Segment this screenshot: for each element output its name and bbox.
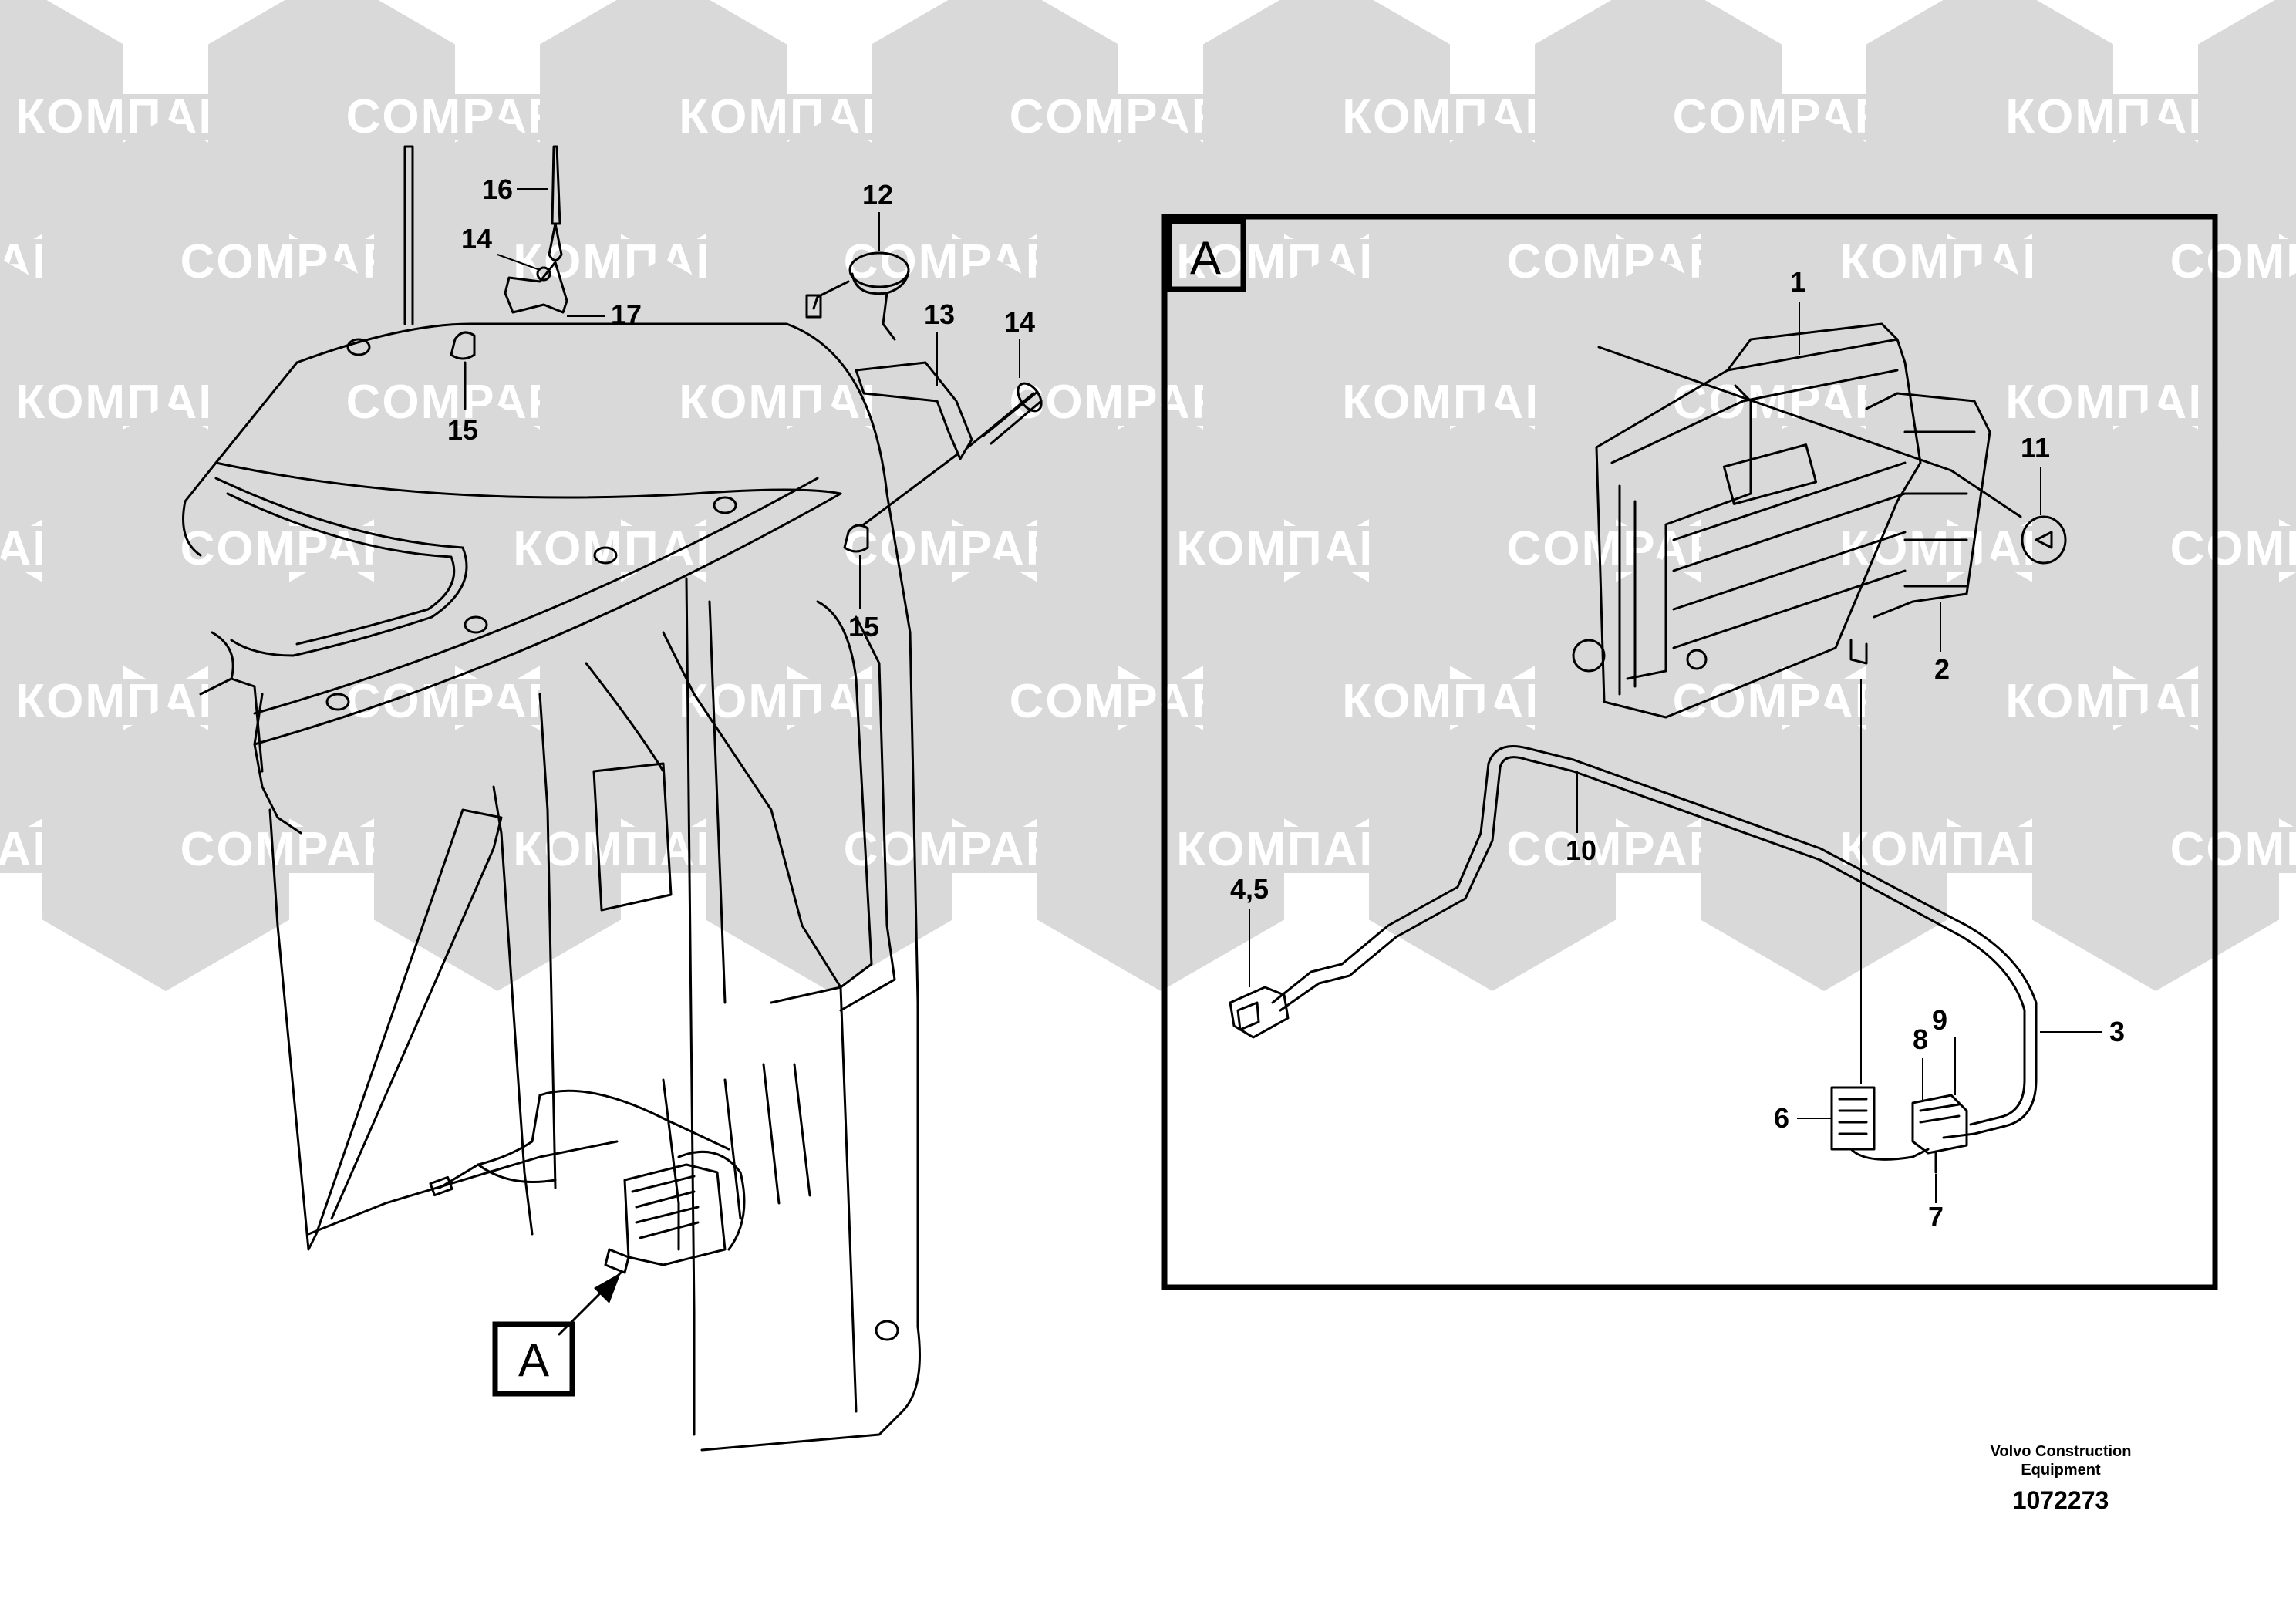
watermark-hexagon — [706, 706, 952, 991]
watermark-hexagon — [1701, 706, 1947, 991]
detail-a-frame: A — [1161, 214, 2218, 1290]
cab-illustration: A — [182, 145, 921, 1452]
callout-14-right: 14 — [1004, 306, 1035, 338]
watermark-layer: COMPARTКОМПАРТCOMPARTКОМПАРТCOMPARTКОМПА… — [0, 0, 2296, 991]
title-block: Volvo Construction Equipment 1072273 — [1991, 1443, 2132, 1514]
watermark-hexagon — [42, 706, 289, 991]
company-name-line1: Volvo Construction — [1991, 1443, 2132, 1460]
company-name-line2: Equipment — [2021, 1462, 2101, 1479]
watermark-hexagon — [1037, 706, 1284, 991]
ecu-in-cab — [429, 1089, 746, 1274]
harness — [1229, 679, 2038, 1174]
watermark-band — [2183, 827, 2296, 873]
callout-17: 17 — [611, 298, 642, 330]
detail-a-frame-label: A — [1190, 232, 1221, 284]
left-callouts: 16 14 17 15 12 13 14 15 — [447, 174, 1035, 642]
drawing-number: 1072273 — [2013, 1486, 2109, 1514]
callout-16: 16 — [482, 174, 513, 205]
watermark-label: COMPART — [2170, 823, 2296, 876]
screw-11 — [1597, 346, 2067, 565]
callout-15-right: 15 — [848, 611, 879, 642]
detail-a-marker-label: A — [518, 1334, 549, 1386]
callout-9: 9 — [1932, 1004, 1947, 1036]
right-callouts: 1 11 2 10 4,5 3 9 8 6 7 — [1230, 266, 2125, 1233]
watermark-hexagon — [1369, 706, 1616, 991]
callout-6: 6 — [1774, 1102, 1789, 1134]
callout-3: 3 — [2109, 1016, 2125, 1047]
watermark-band — [2183, 526, 2296, 572]
watermark-label: COMPART — [2170, 522, 2296, 575]
watermark-hexagon — [374, 706, 621, 991]
callout-14-left: 14 — [461, 223, 492, 255]
gps-antenna-assembly — [805, 251, 1043, 553]
callout-8: 8 — [1913, 1023, 1928, 1055]
callout-12: 12 — [862, 179, 893, 211]
callout-4-5: 4,5 — [1230, 873, 1269, 905]
callout-13: 13 — [924, 298, 955, 330]
ecu-unit — [1572, 322, 1991, 719]
callout-1: 1 — [1790, 266, 1805, 298]
callout-7: 7 — [1928, 1201, 1944, 1233]
callout-15-left: 15 — [447, 414, 478, 446]
callout-2: 2 — [1934, 653, 1950, 685]
roof-bolts — [325, 338, 899, 1341]
watermark-band — [2183, 239, 2296, 285]
callout-11: 11 — [2021, 432, 2050, 464]
watermark-label: COMPART — [2170, 235, 2296, 288]
antenna-assembly — [450, 145, 568, 410]
callout-10: 10 — [1566, 835, 1596, 866]
